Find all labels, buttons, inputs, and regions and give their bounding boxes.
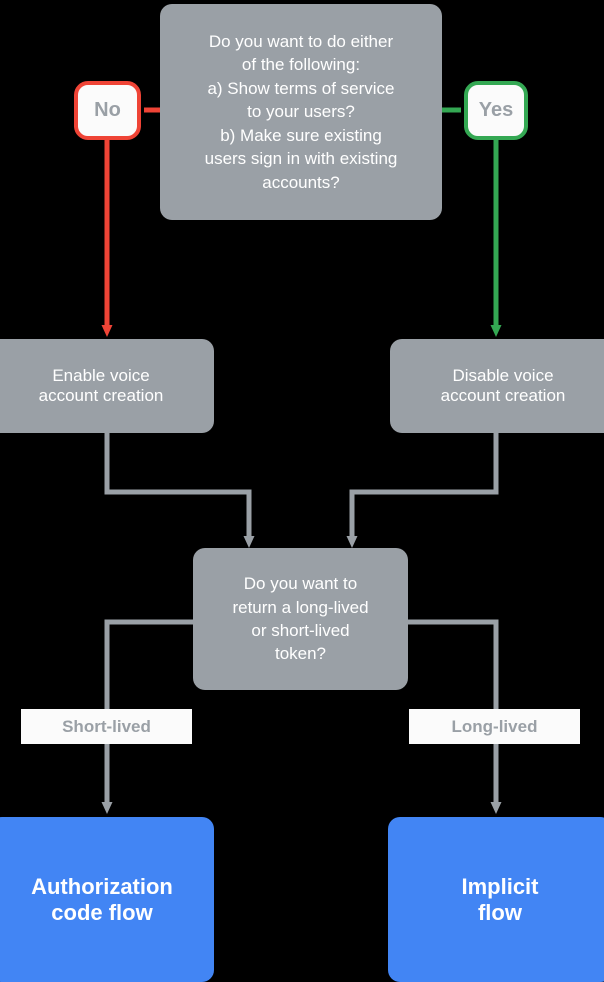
decision-top-line-4: to your users? [247, 102, 355, 122]
edge-label-short-lived-text: Short-lived [62, 716, 151, 736]
disable-voice-line-1: Disable voice [452, 366, 554, 385]
authorization-code-flow-line-2: code flow [51, 899, 153, 925]
implicit-flow[interactable]: Implicit flow [388, 817, 604, 982]
edge-label-long-lived[interactable]: Long-lived [409, 709, 580, 744]
decision-token-line-2: return a long-lived [232, 597, 369, 617]
wire-enable-voice-to-token-decision [104, 433, 255, 548]
edge-label-yes[interactable]: Yes [464, 81, 528, 140]
disable-voice-account-creation[interactable]: Disable voice account creation [390, 339, 604, 433]
authorization-code-flow[interactable]: Authorization code flow [0, 817, 214, 982]
edge-label-no[interactable]: No [74, 81, 141, 140]
edge-label-yes-text: Yes [478, 99, 514, 121]
decision-top-line-5: b) Make sure existing [220, 125, 382, 145]
edge-label-short-lived[interactable]: Short-lived [21, 709, 192, 744]
decision-top-line-3: a) Show terms of service [207, 78, 395, 98]
implicit-flow-line-2: flow [477, 899, 522, 925]
edge-label-long-lived-text: Long-lived [451, 716, 538, 736]
decision-token-line-1: Do you want to [243, 574, 358, 594]
enable-voice-line-1: Enable voice [52, 366, 150, 385]
decision-token-lifetime[interactable]: Do you want to return a long-lived or sh… [193, 548, 408, 690]
decision-top-line-1: Do you want to do either [208, 31, 394, 51]
decision-token-line-4: token? [274, 644, 327, 664]
authorization-code-flow-line-1: Authorization [31, 873, 173, 899]
edge-label-no-text: No [94, 99, 121, 121]
implicit-flow-line-1: Implicit [461, 873, 539, 899]
enable-voice-account-creation[interactable]: Enable voice account creation [0, 339, 214, 433]
decision-top-line-7: accounts? [262, 172, 340, 192]
enable-voice-line-2: account creation [38, 386, 164, 405]
decision-top-line-6: users sign in with existing [204, 149, 398, 169]
decision-top-line-2: of the following: [241, 55, 361, 75]
disable-voice-line-2: account creation [440, 386, 566, 405]
decision-token-line-3: or short-lived [251, 621, 350, 640]
wire-disable-voice-to-token-decision [346, 433, 499, 548]
decision-terms-or-existing-accounts[interactable]: Do you want to do either of the followin… [160, 4, 442, 220]
